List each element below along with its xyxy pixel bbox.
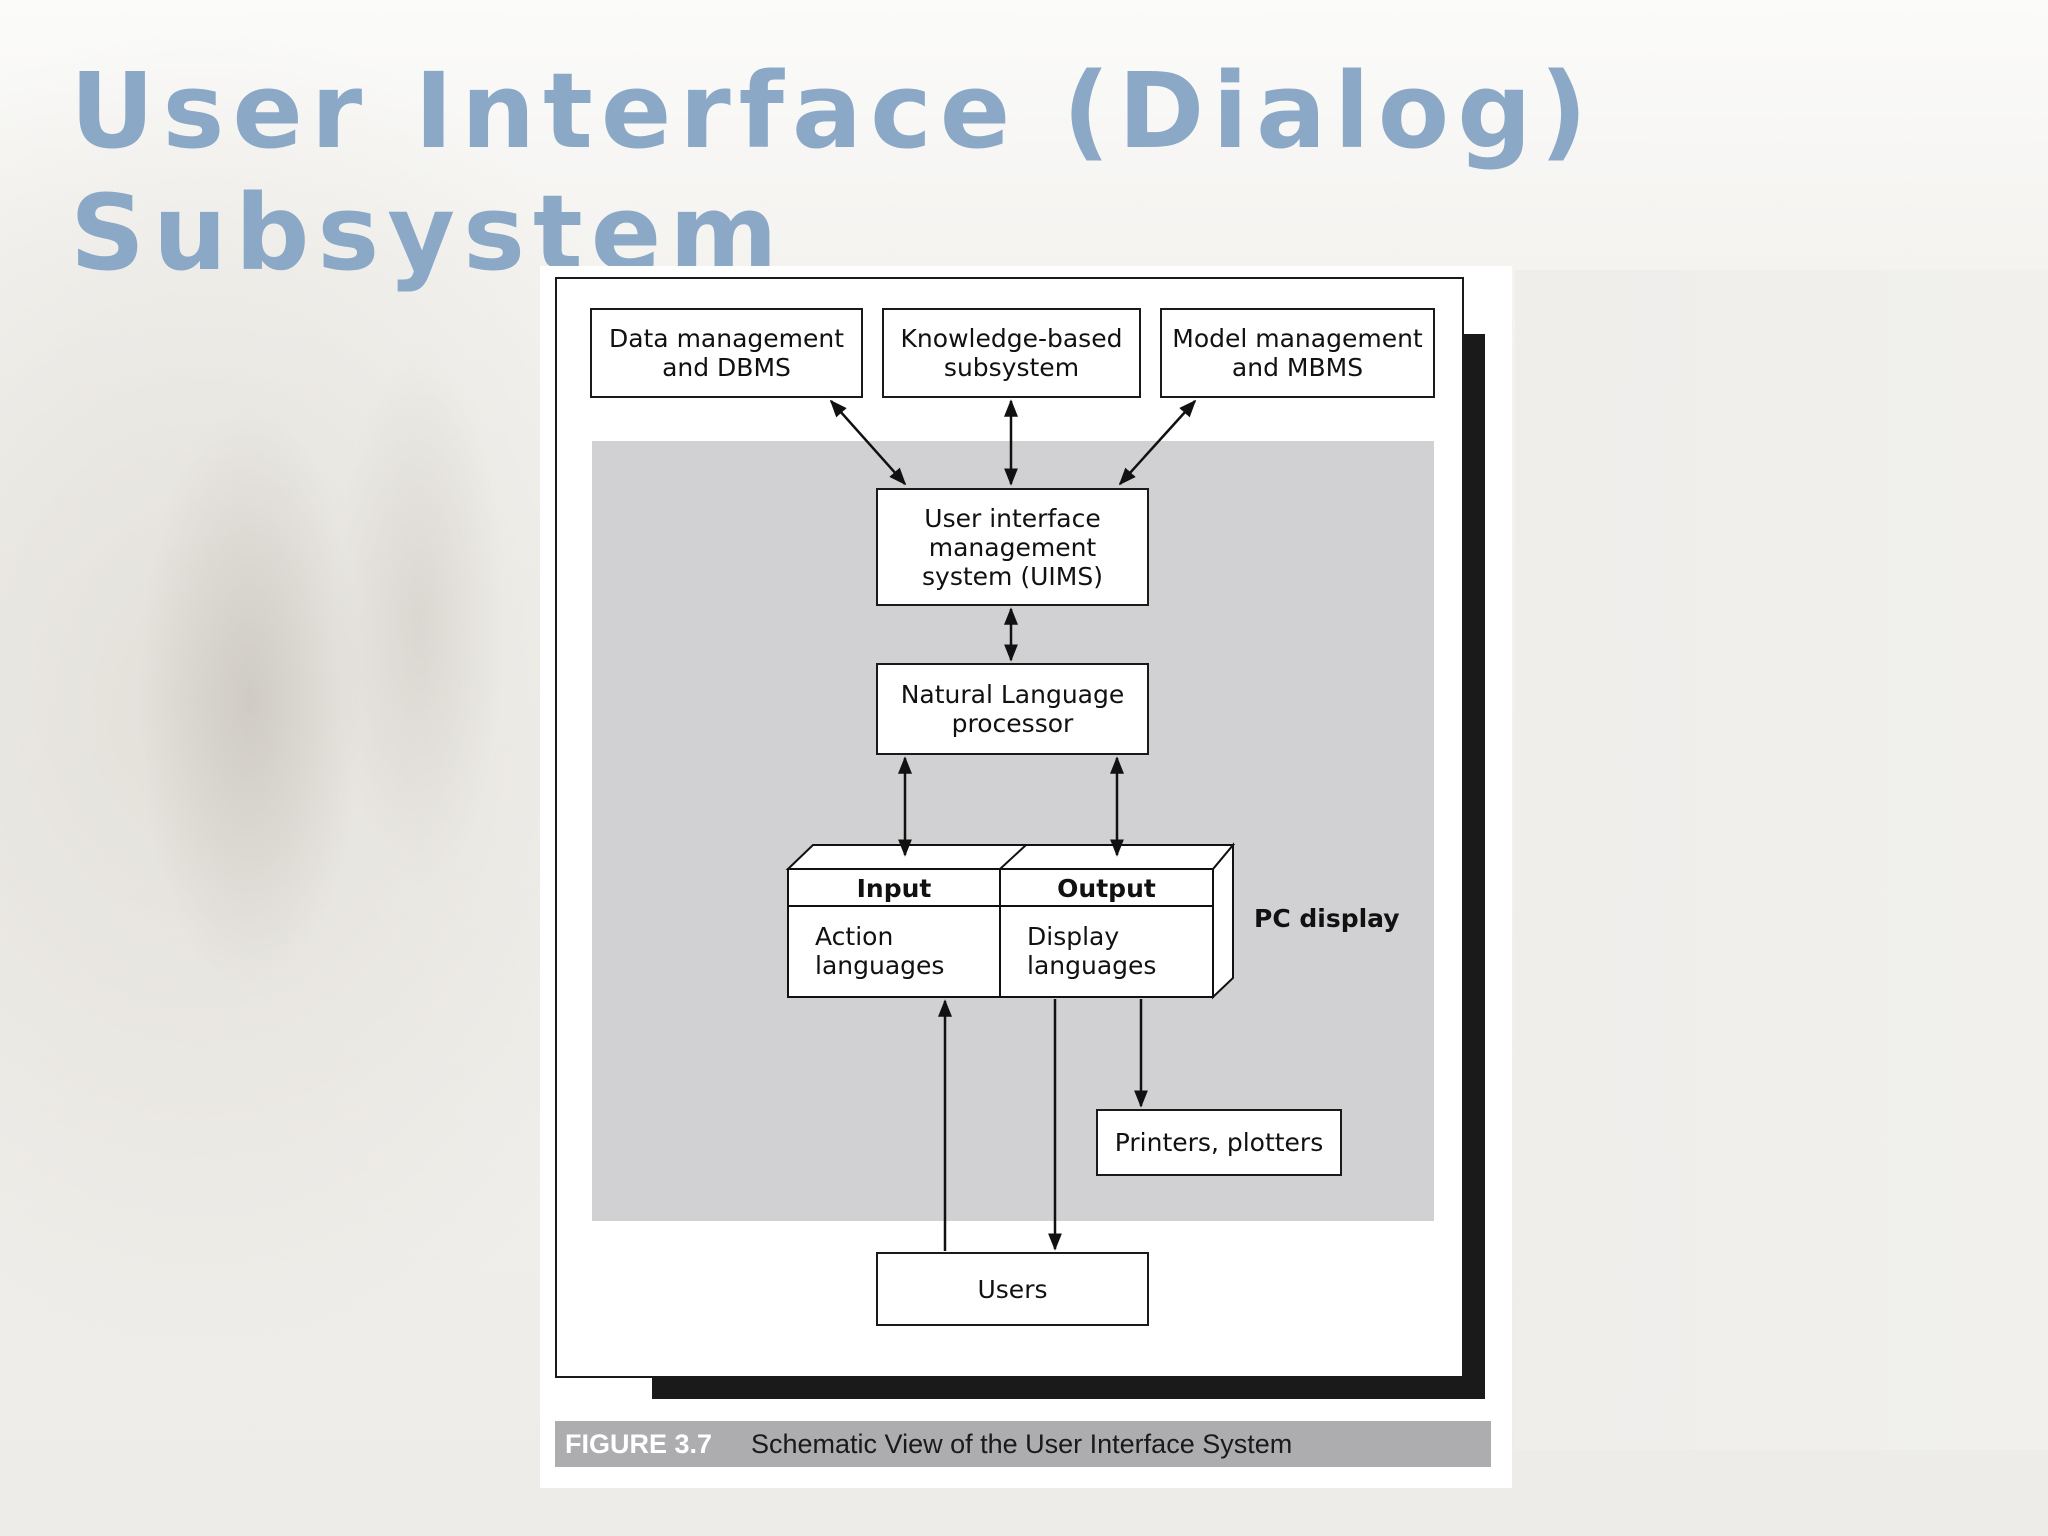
users-box: Users xyxy=(876,1252,1149,1326)
pc-display-box xyxy=(785,842,1236,1000)
background-panel xyxy=(1515,270,2048,1450)
mbms-uims-arrow xyxy=(1118,399,1197,486)
pc-display-label: PC display xyxy=(1254,904,1400,933)
knowledge-subsystem-box: Knowledge-based subsystem xyxy=(882,308,1141,398)
input-body: Action languages xyxy=(815,922,945,980)
dbms-uims-arrow xyxy=(829,399,907,486)
uims-box: User interface management system (UIMS) xyxy=(876,488,1149,606)
figure-caption-text: Schematic View of the User Interface Sys… xyxy=(751,1428,1293,1459)
input-header: Input xyxy=(856,874,932,903)
printers-box: Printers, plotters xyxy=(1096,1109,1342,1176)
nlp-box: Natural Language processor xyxy=(876,663,1149,755)
output-body: Display languages xyxy=(1027,922,1157,980)
output-header: Output xyxy=(1057,874,1156,903)
slide-title-line-1: User Interface (Dialog) xyxy=(70,50,1596,172)
figure-number: FIGURE 3.7 xyxy=(565,1428,713,1459)
model-management-box: Model management and MBMS xyxy=(1160,308,1435,398)
figure-caption: FIGURE 3.7 Schematic View of the User In… xyxy=(555,1421,1491,1467)
data-management-box: Data management and DBMS xyxy=(590,308,863,398)
